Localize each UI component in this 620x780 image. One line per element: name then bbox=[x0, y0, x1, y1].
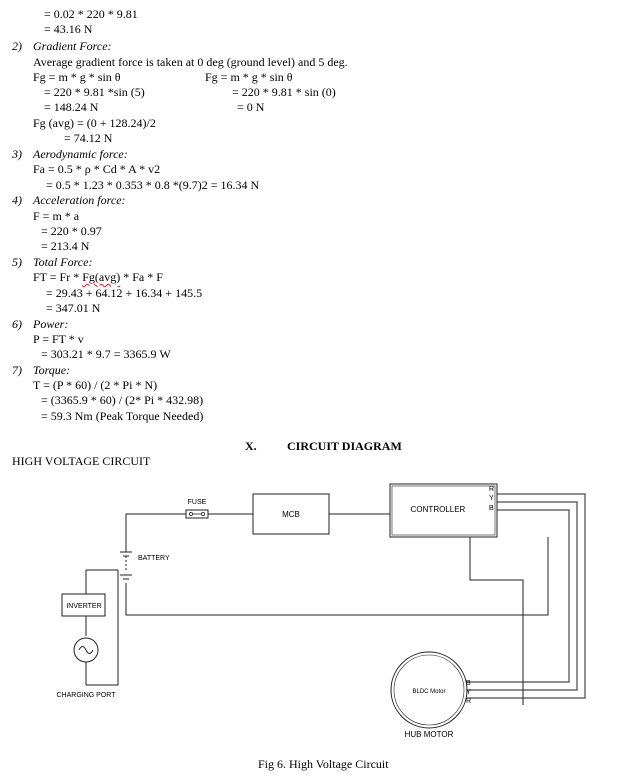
gradient-number: 2) bbox=[12, 39, 22, 53]
gradient-description: Average gradient force is taken at 0 deg… bbox=[33, 55, 348, 69]
accel-formula: F = m * a bbox=[33, 209, 80, 223]
total-formula-a: FT = Fr * bbox=[33, 270, 83, 284]
aero-number: 3) bbox=[12, 147, 22, 161]
total-heading: Total Force: bbox=[33, 255, 93, 269]
total-sub: = 29.43 + 64.12 + 16.34 + 145.5 bbox=[46, 286, 203, 300]
inverter-box bbox=[61, 593, 106, 617]
controller-label: CONTROLLER bbox=[411, 505, 466, 514]
bldc-motor-outer bbox=[390, 651, 468, 729]
accel-number: 4) bbox=[12, 193, 22, 207]
gradient-avg-formula: Fg (avg) = (0 + 128.24)/2 bbox=[33, 116, 156, 130]
total-formula-c: * Fa * F bbox=[120, 270, 163, 284]
aero-result: = 0.5 * 1.23 * 0.353 * 0.8 *(9.7)2 = 16.… bbox=[46, 178, 260, 192]
controller-inner-border bbox=[391, 485, 496, 536]
gradient-formula-a: Fg = m * g * sin θ bbox=[33, 70, 121, 84]
total-formula: FT = Fr * Fg(avg) * Fa * F bbox=[33, 270, 163, 284]
gradient-formula-b: Fg = m * g * sin θ bbox=[205, 70, 293, 84]
aero-formula: Fa = 0.5 * ρ * Cd * A * v2 bbox=[33, 162, 161, 176]
gradient-sub-a: = 220 * 9.81 *sin (5) bbox=[44, 85, 145, 99]
power-number: 6) bbox=[12, 317, 22, 331]
hub-motor-label: HUB MOTOR bbox=[405, 730, 454, 739]
torque-formula: T = (P * 60) / (2 * Pi * N) bbox=[33, 378, 158, 392]
wire-battery-return bbox=[125, 537, 549, 616]
gradient-result-a: = 148.24 N bbox=[44, 100, 99, 114]
ac-wave-icon bbox=[78, 646, 94, 654]
controller-phase-y-label: Y bbox=[489, 495, 494, 502]
accel-heading: Acceleration force: bbox=[33, 193, 126, 207]
controller-box bbox=[389, 483, 498, 538]
battery-symbol bbox=[120, 551, 132, 580]
torque-sub: = (3365.9 * 60) / (2* Pi * 432.98) bbox=[41, 393, 204, 407]
phase-wire-y bbox=[467, 501, 578, 691]
total-number: 5) bbox=[12, 255, 22, 269]
total-result: = 347.01 N bbox=[46, 301, 101, 315]
section-number: X. bbox=[245, 439, 257, 453]
fuse-label: FUSE bbox=[188, 499, 207, 506]
wire-battery-to-fuse bbox=[125, 513, 186, 552]
gradient-sub-b: = 220 * 9.81 * sin (0) bbox=[232, 85, 336, 99]
wire-controller-to-motor bbox=[469, 537, 524, 705]
power-heading: Power: bbox=[33, 317, 69, 331]
bldc-motor-inner bbox=[393, 654, 465, 726]
high-voltage-circuit-diagram: FUSE MCB CONTROLLER R Y B BATTERY INVERT… bbox=[57, 483, 586, 739]
wire-inverter-battery-link bbox=[86, 570, 119, 686]
phase-wire-b bbox=[467, 509, 570, 683]
fuse-contact-right bbox=[200, 512, 205, 517]
rolling-line-3: = 43.16 N bbox=[44, 22, 93, 36]
hv-circuit-heading: HIGH VOLTAGE CIRCUIT bbox=[12, 454, 151, 468]
torque-result: = 59.3 Nm (Peak Torque Needed) bbox=[41, 409, 204, 423]
gradient-avg-result: = 74.12 N bbox=[64, 131, 113, 145]
rolling-line-2: = 0.02 * 220 * 9.81 bbox=[44, 7, 138, 21]
gradient-result-b: = 0 N bbox=[237, 100, 265, 114]
motor-phase-y-label: Y bbox=[466, 689, 471, 696]
torque-number: 7) bbox=[12, 363, 22, 377]
inverter-label: INVERTER bbox=[66, 603, 101, 610]
motor-phase-r-label: R bbox=[466, 698, 471, 705]
total-formula-fgavg: Fg(avg) bbox=[82, 270, 121, 284]
power-result: = 303.21 * 9.7 = 3365.9 W bbox=[41, 347, 171, 361]
power-formula: P = FT * v bbox=[33, 332, 84, 346]
accel-result: = 213.4 N bbox=[41, 239, 90, 253]
figure-caption: Fig 6. High Voltage Circuit bbox=[258, 757, 389, 771]
accel-sub: = 220 * 0.97 bbox=[41, 224, 102, 238]
controller-phase-b-label: B bbox=[489, 505, 494, 512]
mcb-box bbox=[252, 493, 330, 535]
bldc-motor-label: BLDC Motor bbox=[412, 689, 445, 695]
controller-phase-r-label: R bbox=[489, 486, 494, 493]
fuse-contact-left bbox=[188, 512, 193, 517]
phase-wire-r bbox=[467, 493, 586, 699]
motor-phase-b-label: B bbox=[466, 680, 471, 687]
gradient-heading: Gradient Force: bbox=[33, 39, 112, 53]
aero-heading: Aerodynamic force: bbox=[33, 147, 128, 161]
charging-port-label: CHARGING PORT bbox=[57, 692, 117, 699]
battery-label: BATTERY bbox=[138, 555, 170, 562]
section-title: CIRCUIT DIAGRAM bbox=[287, 439, 402, 453]
mcb-label: MCB bbox=[282, 510, 300, 519]
torque-heading: Torque: bbox=[33, 363, 71, 377]
